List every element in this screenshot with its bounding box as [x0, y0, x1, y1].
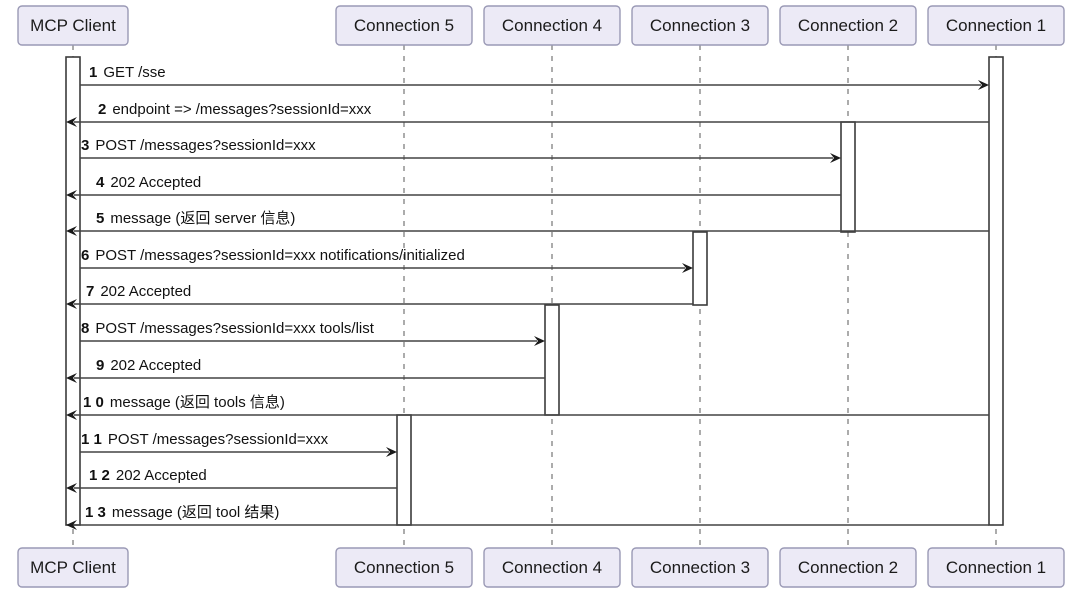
- message-arrowhead: [66, 520, 77, 530]
- participant-box[interactable]: [631, 5, 769, 46]
- participant-footer-conn5[interactable]: Connection 5: [335, 547, 473, 588]
- message-number: 3: [81, 137, 89, 154]
- participant-label: Connection 1: [946, 558, 1046, 577]
- participant-box[interactable]: [779, 5, 917, 46]
- message-7: 7 202 Accepted: [66, 283, 693, 309]
- message-label: message (返回 server 信息): [110, 210, 295, 227]
- participant-box[interactable]: [483, 5, 621, 46]
- participant-box[interactable]: [335, 547, 473, 588]
- message-number: 1 3: [85, 504, 106, 521]
- message-arrowhead: [66, 226, 77, 236]
- participant-label: MCP Client: [30, 558, 116, 577]
- participant-label: Connection 2: [798, 16, 898, 35]
- participant-label: Connection 3: [650, 16, 750, 35]
- participant-label: Connection 4: [502, 558, 602, 577]
- message-arrowhead: [66, 483, 77, 493]
- participant-label: Connection 1: [946, 16, 1046, 35]
- participant-headers-group: MCP Client Connection 5 Connection 4 Connec…: [17, 5, 1065, 46]
- participant-header-conn2[interactable]: Connection 2: [779, 5, 917, 46]
- participant-footer-conn1[interactable]: Connection 1: [927, 547, 1065, 588]
- message-number: 1 2: [89, 467, 110, 484]
- participant-header-conn4[interactable]: Connection 4: [483, 5, 621, 46]
- message-arrowhead: [830, 153, 841, 163]
- message-10: 1 0 message (返回 tools 信息): [66, 394, 989, 420]
- message-number: 6: [81, 247, 89, 264]
- participant-box[interactable]: [779, 547, 917, 588]
- message-number: 4: [96, 174, 105, 191]
- message-arrowhead: [66, 373, 77, 383]
- participant-footers-group: MCP Client Connection 5 Connection 4 Connec…: [17, 547, 1065, 588]
- message-arrowhead: [66, 117, 77, 127]
- message-label: POST /messages?sessionId=xxx tools/list: [95, 320, 374, 337]
- participant-header-conn1[interactable]: Connection 1: [927, 5, 1065, 46]
- participant-footer-conn3[interactable]: Connection 3: [631, 547, 769, 588]
- participant-box[interactable]: [927, 547, 1065, 588]
- message-arrowhead: [66, 190, 77, 200]
- message-arrowhead: [534, 336, 545, 346]
- message-number: 7: [86, 283, 94, 300]
- message-label: message (返回 tool 结果): [112, 504, 280, 521]
- message-arrowhead: [978, 80, 989, 90]
- participant-footer-conn4[interactable]: Connection 4: [483, 547, 621, 588]
- message-number: 1 1: [81, 431, 102, 448]
- participant-box[interactable]: [17, 5, 129, 46]
- participant-header-conn3[interactable]: Connection 3: [631, 5, 769, 46]
- message-2: 2 endpoint => /messages?sessionId=xxx: [66, 101, 989, 127]
- message-number: 9: [96, 357, 104, 374]
- messages-group: 1 GET /sse 2 endpoint => /messages?sessionI…: [66, 64, 989, 530]
- message-4: 4 202 Accepted: [66, 174, 841, 200]
- participant-header-conn5[interactable]: Connection 5: [335, 5, 473, 46]
- participant-label: Connection 5: [354, 558, 454, 577]
- activation-bar-conn3: [692, 231, 708, 306]
- message-5: 5 message (返回 server 信息): [66, 210, 989, 236]
- activation-bar-conn5: [396, 414, 412, 526]
- participant-footer-conn2[interactable]: Connection 2: [779, 547, 917, 588]
- participant-footer-client[interactable]: MCP Client: [17, 547, 129, 588]
- message-label: 202 Accepted: [116, 467, 207, 484]
- participant-label: Connection 4: [502, 16, 602, 35]
- message-label: 202 Accepted: [110, 174, 201, 191]
- message-arrowhead: [682, 263, 693, 273]
- message-number: 5: [96, 210, 104, 227]
- participant-box[interactable]: [17, 547, 129, 588]
- participant-box[interactable]: [483, 547, 621, 588]
- message-label: POST /messages?sessionId=xxx: [95, 137, 316, 154]
- participant-header-client[interactable]: MCP Client: [17, 5, 129, 46]
- message-label: endpoint => /messages?sessionId=xxx: [112, 101, 371, 118]
- participant-label: Connection 5: [354, 16, 454, 35]
- activation-bar-conn2: [840, 121, 856, 233]
- message-label: message (返回 tools 信息): [110, 394, 285, 411]
- activation-bar-conn4: [544, 304, 560, 416]
- message-label: GET /sse: [103, 64, 165, 81]
- message-11: 1 1 POST /messages?sessionId=xxx: [80, 431, 397, 457]
- message-arrowhead: [386, 447, 397, 457]
- message-9: 9 202 Accepted: [66, 357, 545, 383]
- message-label: 202 Accepted: [100, 283, 191, 300]
- message-label: POST /messages?sessionId=xxx notificatio…: [95, 247, 465, 264]
- message-1: 1 GET /sse: [80, 64, 989, 90]
- participant-label: Connection 3: [650, 558, 750, 577]
- message-arrowhead: [66, 410, 77, 420]
- message-number: 1: [89, 64, 97, 81]
- message-3: 3 POST /messages?sessionId=xxx: [80, 137, 841, 163]
- participant-box[interactable]: [335, 5, 473, 46]
- message-12: 1 2 202 Accepted: [66, 467, 397, 493]
- message-8: 8 POST /messages?sessionId=xxx tools/list: [80, 320, 545, 346]
- message-6: 6 POST /messages?sessionId=xxx notificati…: [80, 247, 693, 273]
- participant-label: MCP Client: [30, 16, 116, 35]
- message-13: 1 3 message (返回 tool 结果): [66, 504, 989, 530]
- participant-box[interactable]: [631, 547, 769, 588]
- message-number: 8: [81, 320, 89, 337]
- participant-label: Connection 2: [798, 558, 898, 577]
- activation-bar-client: [65, 56, 81, 526]
- participant-box[interactable]: [927, 5, 1065, 46]
- message-label: 202 Accepted: [110, 357, 201, 374]
- message-number: 1 0: [83, 394, 104, 411]
- message-label: POST /messages?sessionId=xxx: [108, 431, 329, 448]
- message-number: 2: [98, 101, 106, 118]
- activation-bar-conn1: [988, 56, 1004, 526]
- message-arrowhead: [66, 299, 77, 309]
